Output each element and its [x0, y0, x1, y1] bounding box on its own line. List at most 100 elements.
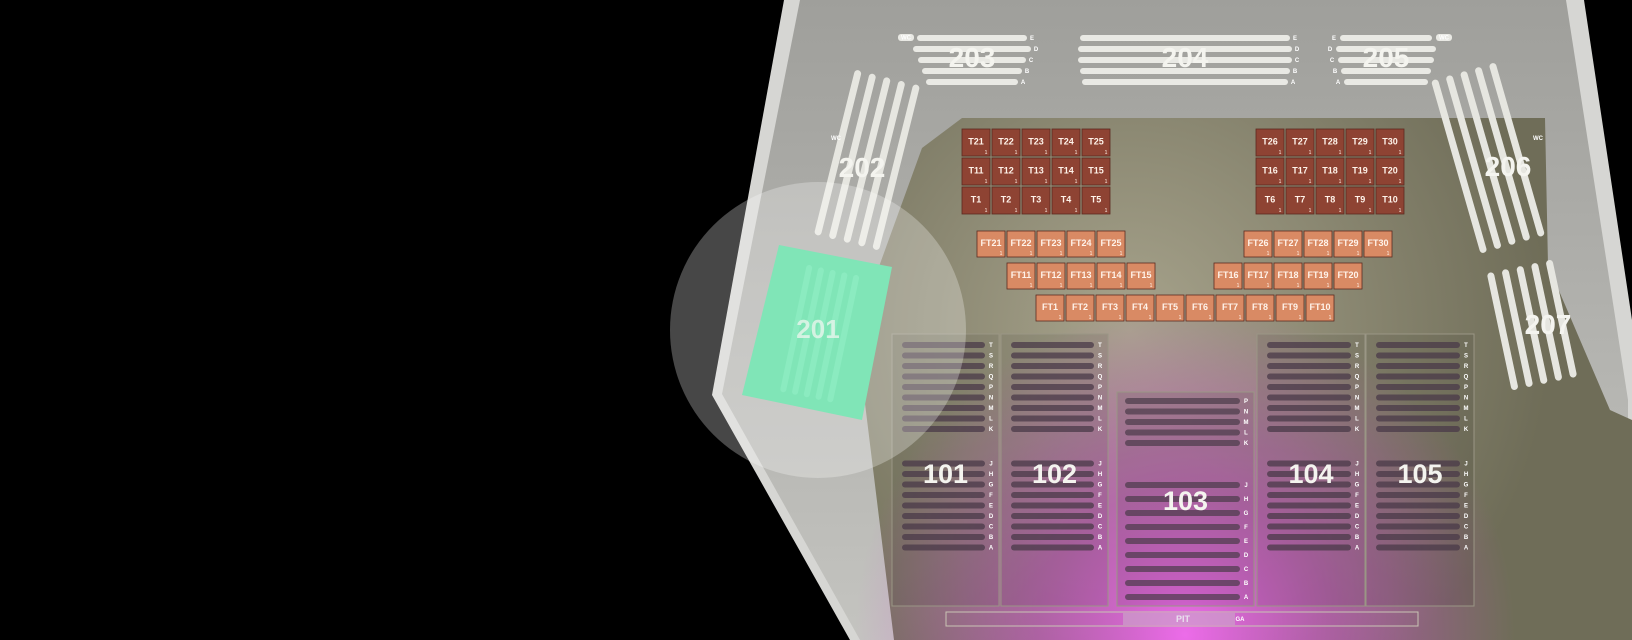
pit-area[interactable]: PIT GA	[945, 611, 1419, 627]
seat-row[interactable]	[1336, 46, 1436, 52]
seat-row[interactable]	[1267, 373, 1351, 380]
seat-row[interactable]	[1267, 426, 1351, 432]
seat-row[interactable]	[1125, 552, 1240, 558]
seat-row[interactable]	[1011, 471, 1094, 477]
section-201-selected[interactable]: 201	[742, 245, 892, 420]
seat-row[interactable]	[902, 373, 985, 380]
seat-row[interactable]	[1267, 523, 1351, 530]
seat-row[interactable]	[1267, 384, 1351, 390]
seat-row[interactable]	[1267, 415, 1351, 422]
seat-row[interactable]	[1011, 415, 1094, 422]
seat-row[interactable]	[918, 57, 1026, 63]
seat-row[interactable]	[902, 544, 985, 551]
seat-row[interactable]	[1011, 352, 1094, 359]
seat-row[interactable]	[872, 84, 920, 251]
seat-row[interactable]	[913, 46, 1031, 52]
seat-row[interactable]	[1489, 62, 1545, 237]
seat-row[interactable]	[1078, 46, 1292, 52]
seat-row[interactable]	[1267, 394, 1351, 401]
seat-row[interactable]	[1376, 513, 1460, 519]
seat-row[interactable]	[902, 342, 985, 348]
seat-row[interactable]	[1267, 471, 1351, 477]
seat-row[interactable]	[1082, 79, 1288, 85]
table-t3[interactable]: T31	[1021, 186, 1051, 215]
seat-row[interactable]	[1011, 460, 1094, 467]
seat-row[interactable]	[1011, 534, 1094, 540]
table-t9[interactable]: T91	[1345, 186, 1375, 215]
seat-row[interactable]	[1080, 68, 1290, 74]
seat-row[interactable]	[1376, 502, 1460, 509]
seat-row[interactable]	[1267, 352, 1351, 359]
seat-row[interactable]	[1376, 534, 1460, 540]
seat-row[interactable]	[902, 523, 985, 530]
seat-row[interactable]	[902, 415, 985, 422]
seat-row[interactable]	[917, 35, 1027, 41]
seat-row[interactable]	[902, 394, 985, 401]
seat-row[interactable]	[1376, 373, 1460, 380]
seat-row[interactable]	[814, 69, 862, 236]
seat-row[interactable]	[902, 481, 985, 488]
seat-row[interactable]	[1011, 394, 1094, 401]
seat-row[interactable]	[1125, 538, 1240, 544]
seat-row[interactable]	[1080, 35, 1290, 41]
seat-row[interactable]	[1376, 405, 1460, 411]
table-t8[interactable]: T81	[1315, 186, 1345, 215]
seat-row[interactable]	[1376, 415, 1460, 422]
seat-row[interactable]	[902, 502, 985, 509]
seat-row[interactable]	[1267, 544, 1351, 551]
seat-row[interactable]	[1011, 492, 1094, 498]
seat-row[interactable]	[1376, 471, 1460, 477]
seat-row[interactable]	[1376, 394, 1460, 401]
seat-row[interactable]	[1545, 259, 1577, 378]
seat-row[interactable]	[1376, 426, 1460, 432]
seat-row[interactable]	[1011, 523, 1094, 530]
seat-row[interactable]	[1011, 481, 1094, 488]
seat-row[interactable]	[1125, 482, 1240, 488]
seat-row[interactable]	[1267, 492, 1351, 498]
seat-row[interactable]	[1011, 513, 1094, 519]
seat-row[interactable]	[858, 80, 906, 247]
seat-row[interactable]	[1460, 71, 1516, 246]
seat-row[interactable]	[1341, 68, 1431, 74]
seat-row[interactable]	[1376, 342, 1460, 348]
seat-row[interactable]	[1344, 79, 1428, 85]
seat-row[interactable]	[1125, 580, 1240, 586]
seat-row[interactable]	[1376, 523, 1460, 530]
seat-row[interactable]	[1011, 502, 1094, 509]
seat-row[interactable]	[1267, 405, 1351, 411]
seat-row[interactable]	[1376, 363, 1460, 369]
seat-row[interactable]	[1487, 272, 1519, 391]
seat-row[interactable]	[827, 274, 860, 403]
seat-row[interactable]	[1445, 75, 1501, 250]
